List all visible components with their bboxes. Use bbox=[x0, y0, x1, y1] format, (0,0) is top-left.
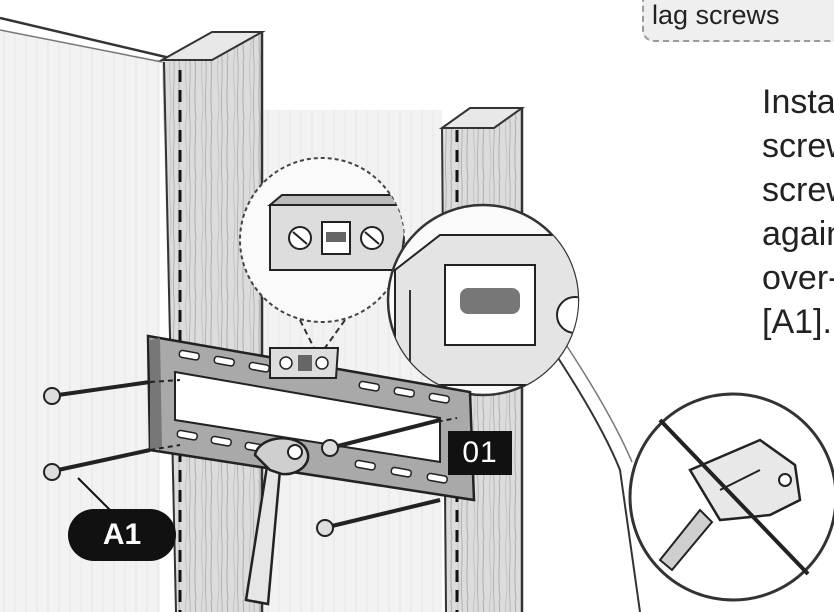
lag-screw-icon bbox=[43, 379, 458, 537]
step-number-badge: 01 bbox=[448, 431, 512, 475]
vial-magnifier bbox=[386, 203, 580, 397]
part-label-a1: A1 bbox=[68, 509, 176, 561]
callout-box bbox=[642, 0, 834, 42]
power-drill-icon bbox=[658, 438, 802, 572]
wall-mount-bracket bbox=[146, 334, 476, 502]
wrench-icon bbox=[244, 437, 310, 606]
left-stud bbox=[158, 31, 266, 612]
instruction-line: [A1]. bbox=[762, 303, 832, 341]
instruction-line: screw bbox=[762, 171, 834, 209]
level-magnifier bbox=[239, 157, 405, 353]
callout-text: lag screws bbox=[652, 0, 780, 30]
level-icon bbox=[269, 347, 340, 379]
instruction-line: screw bbox=[762, 127, 834, 165]
instruction-text: Insta screw screw again over- [A1]. bbox=[762, 80, 834, 344]
instruction-line: over- bbox=[762, 259, 834, 297]
prohibited-icon bbox=[628, 392, 834, 602]
instruction-line: Insta bbox=[762, 83, 834, 121]
instruction-line: again bbox=[762, 215, 834, 253]
